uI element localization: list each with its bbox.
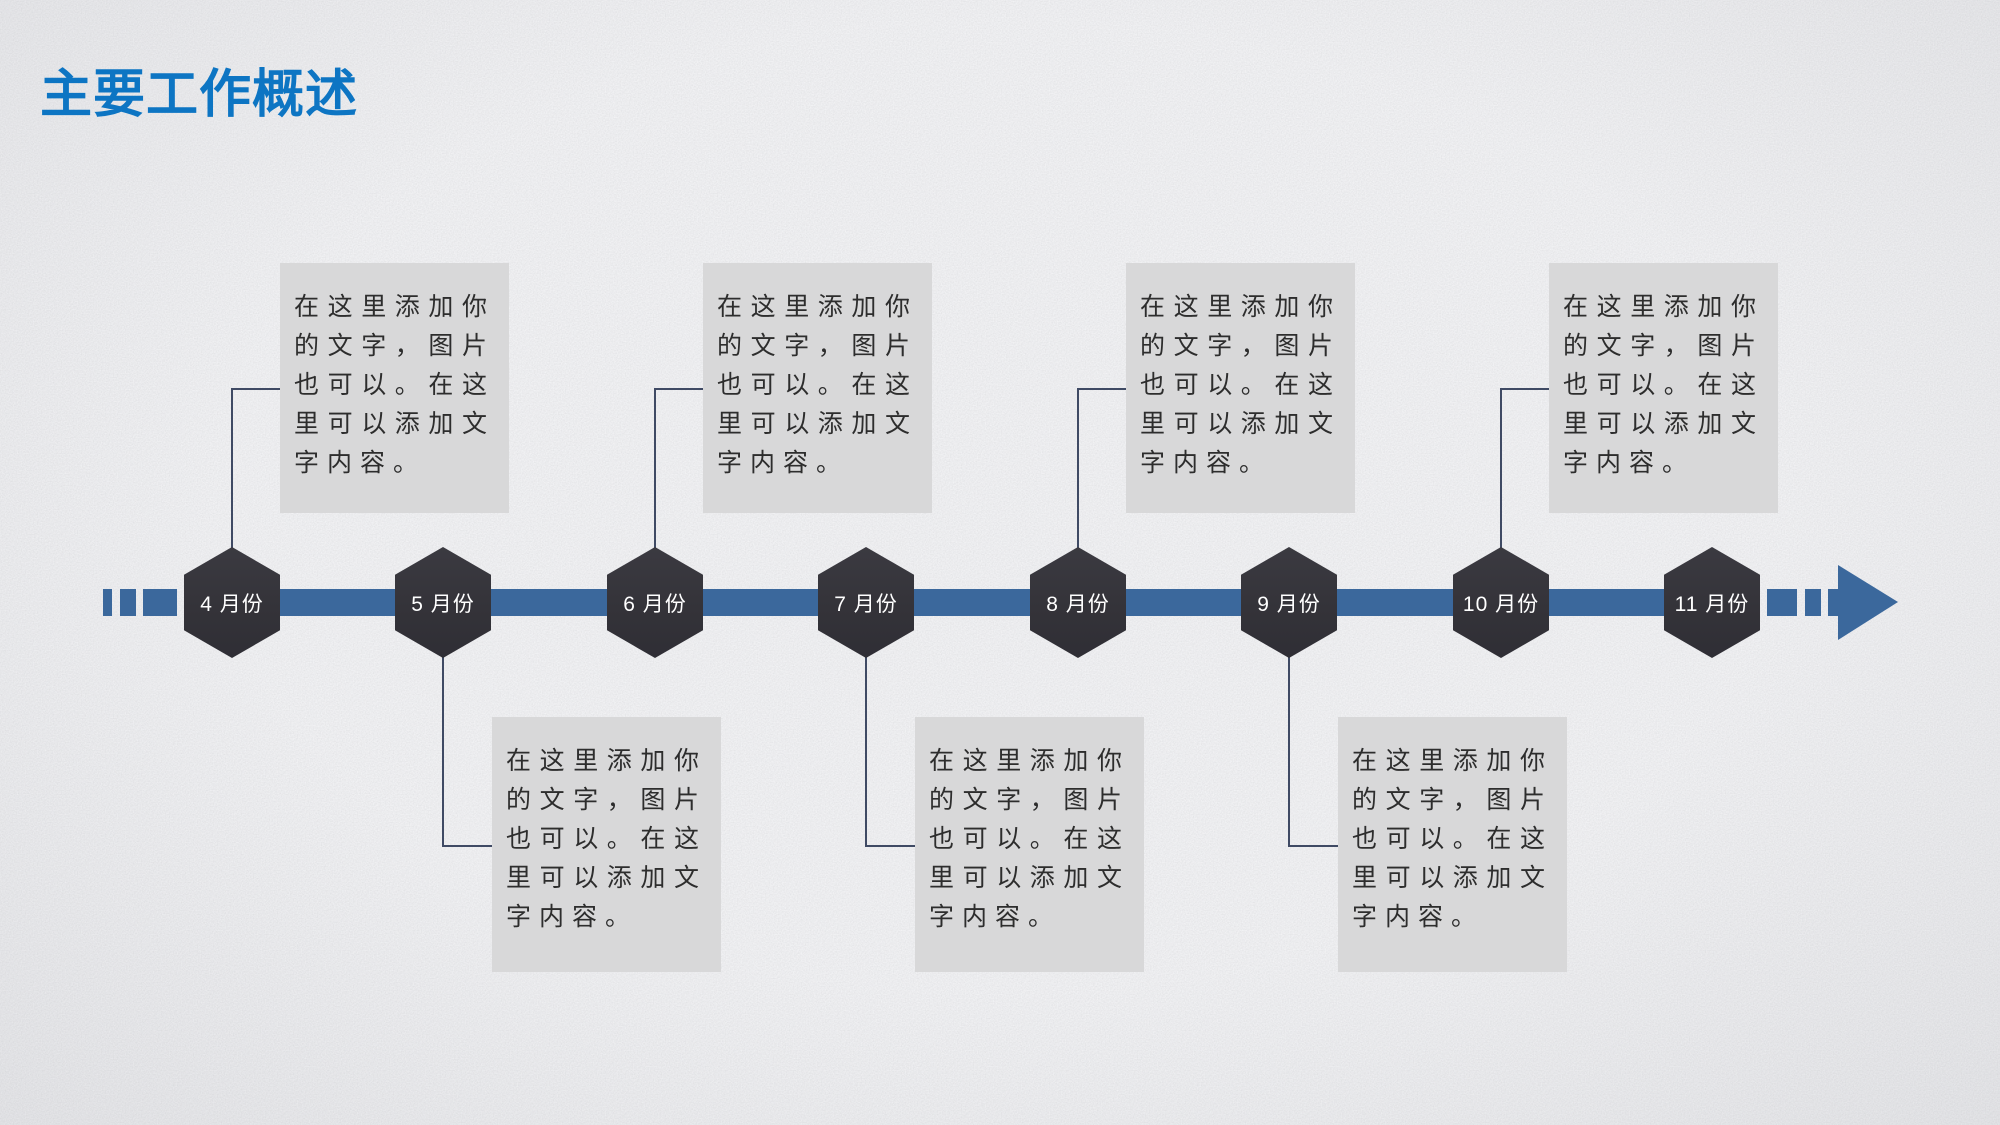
timeline-node-month-7: 7 月份 (818, 547, 914, 658)
month-label: 11 月份 (1674, 592, 1750, 616)
timeline-start-dashes (103, 589, 177, 616)
note-month-8: 在这里添加你的文字，图片也可以。在这里可以添加文字内容。 (1126, 263, 1355, 513)
timeline-node-month-8: 8 月份 (1030, 547, 1126, 658)
connector-month-10 (1500, 388, 1549, 549)
month-label: 6 月份 (623, 592, 687, 616)
month-label: 5 月份 (411, 592, 475, 616)
arrow-head-icon (1838, 565, 1898, 640)
timeline-node-month-9: 9 月份 (1241, 547, 1337, 658)
timeline-node-month-5: 5 月份 (395, 547, 491, 658)
start-dash-small (103, 589, 112, 616)
note-text: 在这里添加你的文字，图片也可以。在这里可以添加文字内容。 (1352, 747, 1553, 931)
note-text: 在这里添加你的文字，图片也可以。在这里可以添加文字内容。 (1563, 293, 1764, 477)
end-dash-small (1805, 589, 1821, 616)
note-month-6: 在这里添加你的文字，图片也可以。在这里可以添加文字内容。 (703, 263, 932, 513)
connector-month-6 (654, 388, 703, 549)
connector-month-5 (442, 657, 492, 847)
note-text: 在这里添加你的文字，图片也可以。在这里可以添加文字内容。 (717, 293, 918, 477)
timeline-node-month-6: 6 月份 (607, 547, 703, 658)
timeline-end-arrow (1767, 565, 1898, 640)
note-month-4: 在这里添加你的文字，图片也可以。在这里可以添加文字内容。 (280, 263, 509, 513)
month-label: 7 月份 (834, 592, 898, 616)
note-text: 在这里添加你的文字，图片也可以。在这里可以添加文字内容。 (1140, 293, 1341, 477)
connector-month-7 (865, 657, 915, 847)
month-label: 8 月份 (1046, 592, 1110, 616)
connector-month-4 (231, 388, 280, 549)
month-label: 4 月份 (200, 592, 264, 616)
note-text: 在这里添加你的文字，图片也可以。在这里可以添加文字内容。 (506, 747, 707, 931)
note-month-9: 在这里添加你的文字，图片也可以。在这里可以添加文字内容。 (1338, 717, 1567, 972)
note-connectors (231, 388, 1549, 847)
timeline-node-month-11: 11 月份 (1664, 547, 1760, 658)
end-dash-large (1767, 589, 1797, 616)
note-text: 在这里添加你的文字，图片也可以。在这里可以添加文字内容。 (929, 747, 1130, 931)
month-label: 9 月份 (1257, 592, 1321, 616)
note-text: 在这里添加你的文字，图片也可以。在这里可以添加文字内容。 (294, 293, 495, 477)
slide-title: 主要工作概述 (40, 66, 359, 124)
note-month-5: 在这里添加你的文字，图片也可以。在这里可以添加文字内容。 (492, 717, 721, 972)
timeline-node-month-10: 10 月份 (1453, 547, 1549, 658)
month-label: 10 月份 (1462, 592, 1540, 616)
connector-month-8 (1077, 388, 1126, 549)
start-dash-large (143, 589, 177, 616)
note-month-10: 在这里添加你的文字，图片也可以。在这里可以添加文字内容。 (1549, 263, 1778, 513)
start-dash-medium (120, 589, 136, 616)
connector-month-9 (1288, 657, 1338, 847)
timeline-node-month-4: 4 月份 (184, 547, 280, 658)
note-month-7: 在这里添加你的文字，图片也可以。在这里可以添加文字内容。 (915, 717, 1144, 972)
arrow-body (1828, 589, 1840, 616)
